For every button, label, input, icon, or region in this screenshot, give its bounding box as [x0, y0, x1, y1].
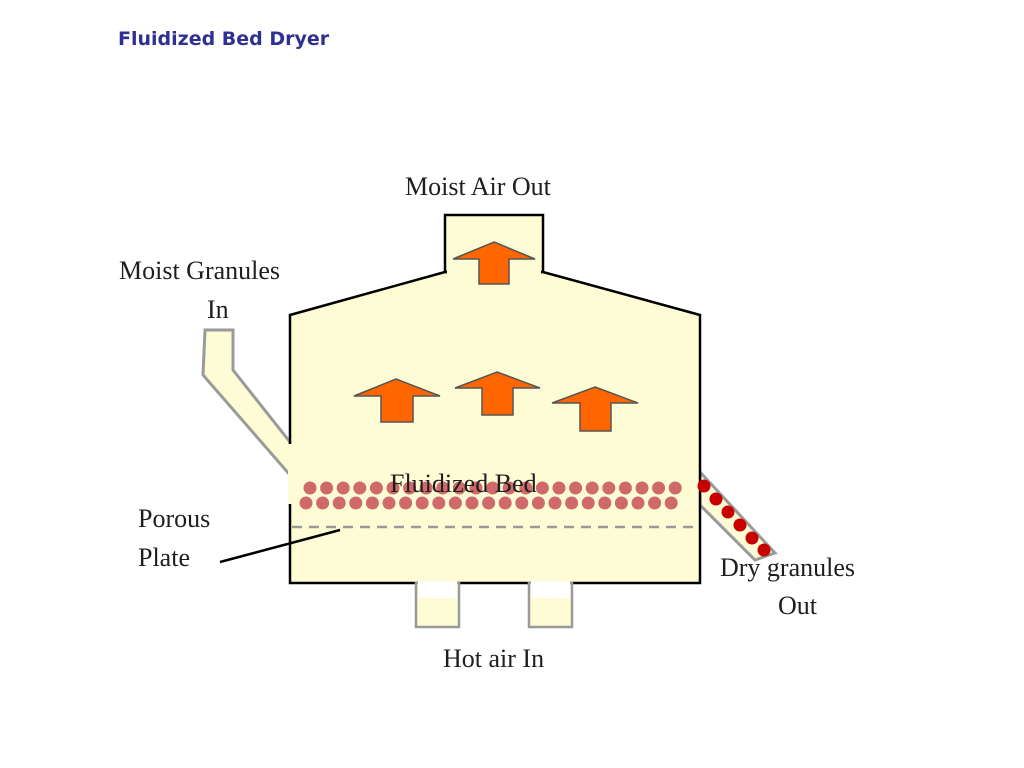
granule-dot: [618, 481, 632, 495]
moist-granules-in-label-line2: In: [207, 295, 229, 324]
fluidized-bed-label: Fluidized Bed: [390, 469, 537, 498]
up-arrow-icon: [454, 371, 541, 416]
granule-dot: [598, 496, 612, 510]
dry-granules-out-label: Dry granules: [720, 553, 855, 582]
moist-granules-in-label: Moist Granules: [119, 256, 280, 285]
porous-plate-label-line2: Plate: [138, 543, 190, 572]
granule-dot: [498, 496, 512, 510]
granule-dot: [365, 496, 379, 510]
dry-granules-out-label-line2: Out: [778, 591, 818, 620]
granule-dot: [336, 481, 350, 495]
granule-dot: [403, 481, 417, 495]
granule-dot: [552, 481, 566, 495]
granule-dot: [419, 481, 433, 495]
inlet-opening: [288, 444, 293, 504]
granule-dot: [299, 496, 313, 510]
granule-dot: [515, 496, 529, 510]
granule-dot: [369, 481, 383, 495]
granule-dot: [332, 496, 346, 510]
moist-air-out-label: Moist Air Out: [405, 172, 552, 201]
up-arrow-icon: [353, 378, 441, 423]
granule-dot: [548, 496, 562, 510]
hot-air-inlet-pipe-left: [414, 581, 461, 629]
granule-dot: [531, 496, 545, 510]
granule-dot: [386, 481, 400, 495]
granule-dot: [569, 481, 583, 495]
granule-dot: [448, 496, 462, 510]
granule-dot: [585, 481, 599, 495]
granule-dot: [436, 481, 450, 495]
granule-dot: [721, 505, 735, 519]
dryer-vessel: [288, 270, 702, 585]
porous-plate-pointer: [219, 528, 341, 564]
granule-dot: [757, 543, 771, 557]
up-arrow-icon: [551, 386, 639, 432]
granule-dot: [745, 531, 759, 545]
granule-dot: [399, 496, 413, 510]
granule-dot: [614, 496, 628, 510]
granule-dot: [602, 481, 616, 495]
granule-dot: [316, 496, 330, 510]
granule-dot: [697, 479, 711, 493]
granule-dot: [415, 496, 429, 510]
hot-air-inlet-pipe-right: [527, 581, 574, 629]
granule-dot: [349, 496, 363, 510]
granule-dot: [565, 496, 579, 510]
dry-granules-particles: [697, 479, 771, 557]
granule-dot: [733, 518, 747, 532]
granule-dot: [320, 481, 334, 495]
granule-dot: [635, 481, 649, 495]
granule-dot: [353, 481, 367, 495]
granule-dot: [303, 481, 317, 495]
up-arrow-icon: [452, 241, 536, 285]
granule-dot: [502, 481, 516, 495]
granule-dot: [652, 481, 666, 495]
granule-dot: [664, 496, 678, 510]
granule-dot: [486, 481, 500, 495]
granule-dot: [452, 481, 466, 495]
granule-dot: [581, 496, 595, 510]
granule-dot: [382, 496, 396, 510]
granule-dot: [668, 481, 682, 495]
slide-title: Fluidized Bed Dryer: [118, 28, 330, 50]
fluidized-bed-particles: [299, 481, 682, 510]
hot-air-in-label: Hot air In: [443, 644, 544, 673]
porous-plate-label: Porous: [138, 504, 210, 533]
granule-dot: [709, 492, 723, 506]
granule-dot: [432, 496, 446, 510]
granule-dot: [482, 496, 496, 510]
granule-dot: [648, 496, 662, 510]
granule-dot: [631, 496, 645, 510]
granule-dot: [519, 481, 533, 495]
granule-dot: [465, 496, 479, 510]
granule-dot: [535, 481, 549, 495]
granule-dot: [469, 481, 483, 495]
